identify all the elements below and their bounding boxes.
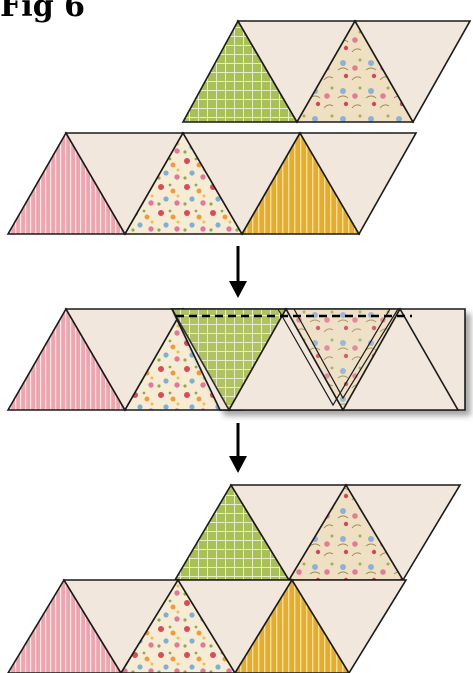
bottom-row [6,131,418,236]
down-arrow [229,246,247,298]
tri-plain [344,484,462,582]
tri-plain [353,20,472,124]
tri-plain [290,579,408,673]
tri-plain [298,132,418,236]
tri-plain [341,307,460,411]
down-arrow [229,423,247,473]
result-rows [7,483,462,673]
top-row [181,19,472,124]
figure-label: Fig 6 [0,0,85,24]
fold-step [6,307,466,412]
folded-overlay [170,307,466,412]
